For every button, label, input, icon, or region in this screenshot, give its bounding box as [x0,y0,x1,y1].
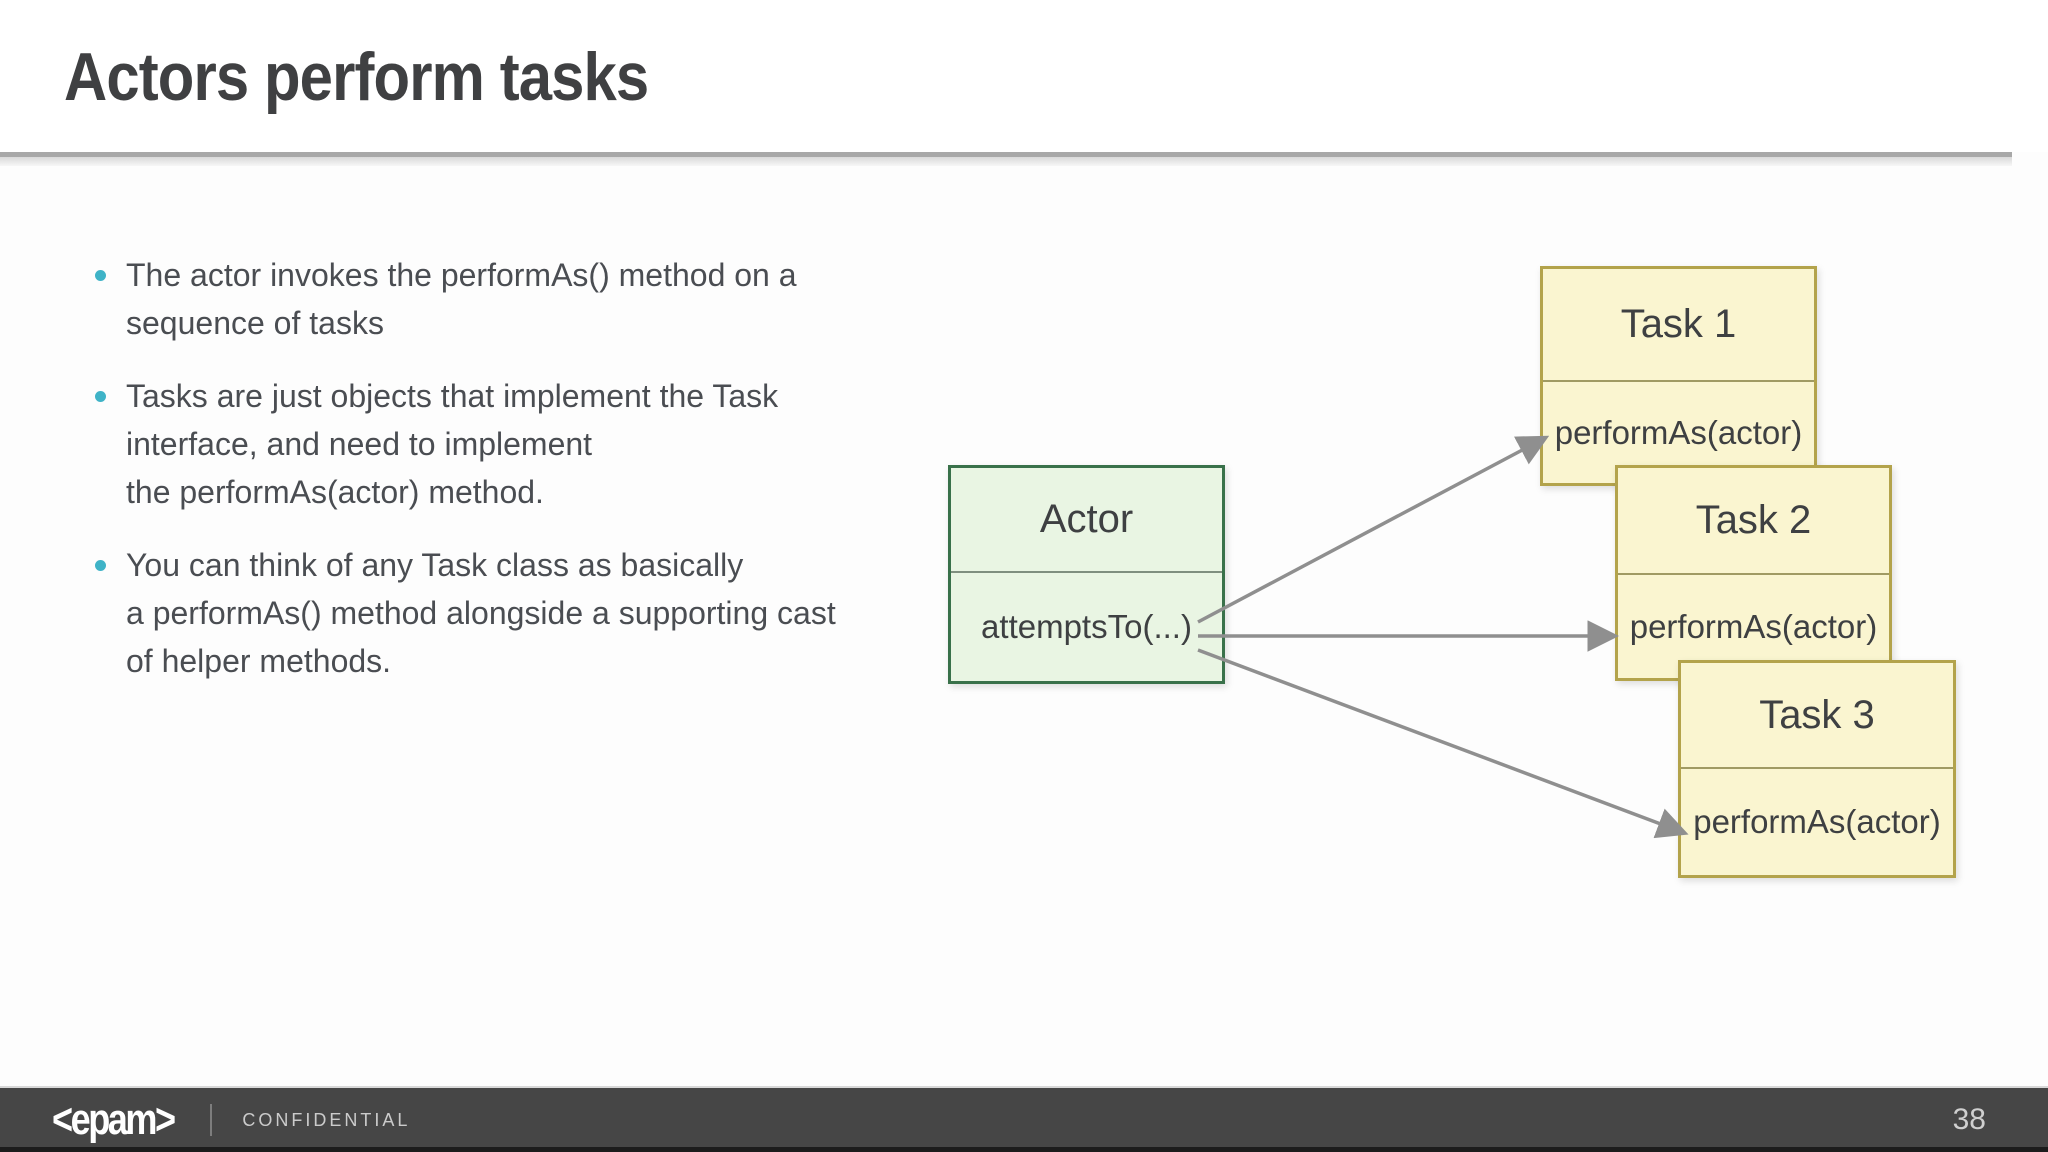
task3-method-label: performAs(actor) [1693,803,1941,840]
bullet-text: The actor invokes the performAs() method… [126,257,797,341]
actor-method-label: attemptsTo(...) [981,608,1192,645]
bullet-dot-icon [95,560,106,571]
task1-method-label: performAs(actor) [1554,413,1803,451]
uml-actor-box: Actor attemptsTo(...) [948,465,1225,684]
list-item: The actor invokes the performAs() method… [95,251,905,347]
actor-class-name: Actor [951,468,1222,573]
list-item: Tasks are just objects that implement th… [95,372,905,516]
title-band: Actors perform tasks [0,0,2048,152]
arrow-actor-to-task3 [1197,648,1689,839]
arrow-actor-to-task1 [1197,435,1550,624]
title-separator-shadow [0,157,2012,166]
bullet-text: Tasks are just objects that implement th… [126,378,779,510]
task1-class-name: Task 1 [1543,269,1814,382]
task2-method-label: performAs(actor) [1629,607,1878,645]
task2-class-name: Task 2 [1618,468,1889,575]
bullet-dot-icon [95,391,106,402]
title-separator-line [0,152,2012,157]
confidential-label: CONFIDENTIAL [242,1109,411,1130]
list-item: You can think of any Task class as basic… [95,541,905,685]
uml-task3-box: Task 3 performAs(actor) [1678,660,1956,878]
bullet-text: You can think of any Task class as basic… [126,547,836,679]
page-title: Actors perform tasks [64,39,649,115]
bullet-list: The actor invokes the performAs() method… [95,251,905,710]
footer-divider [210,1104,213,1136]
uml-task2-box: Task 2 performAs(actor) [1615,465,1892,681]
bullet-dot-icon [95,270,106,281]
uml-task1-box: Task 1 performAs(actor) [1540,266,1817,486]
epam-logo: <epam> [52,1095,176,1144]
task3-class-name: Task 3 [1681,663,1953,769]
page-number: 38 [1952,1103,1986,1136]
footer-bar: <epam> CONFIDENTIAL 38 [0,1086,2048,1152]
footer-bottom-edge [0,1147,2048,1152]
